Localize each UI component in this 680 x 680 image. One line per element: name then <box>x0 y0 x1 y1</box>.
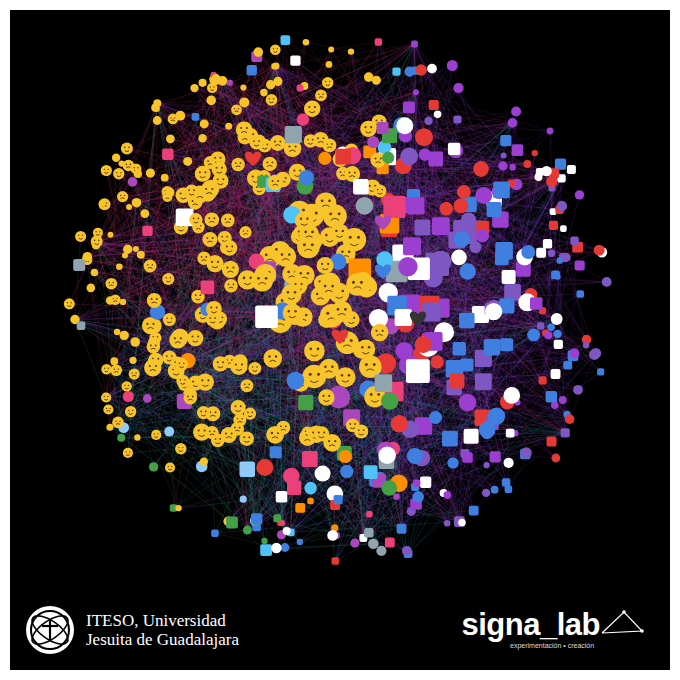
network-link <box>75 236 81 319</box>
network-link <box>554 174 557 319</box>
network-link <box>331 42 378 50</box>
